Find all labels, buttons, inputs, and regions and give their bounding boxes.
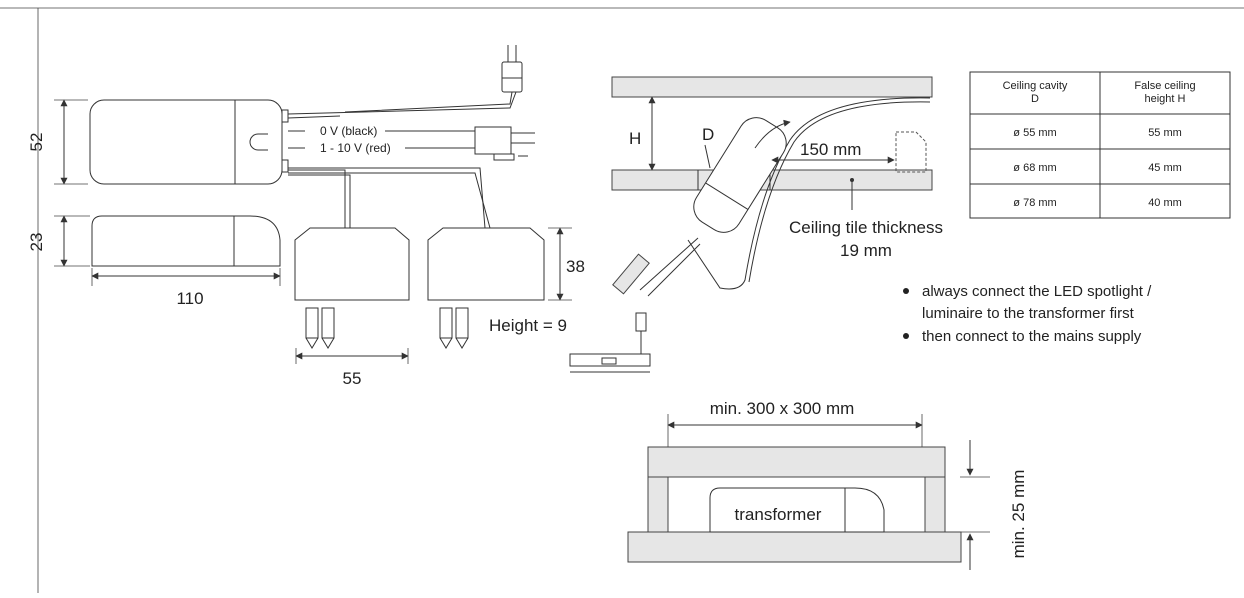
- transformer-side-view: [91, 215, 281, 267]
- table-header-height-sub: height H: [1145, 93, 1186, 105]
- dim-55: 55: [343, 369, 362, 388]
- mains-cable: [287, 45, 523, 119]
- note-1-line-2: luminaire to the transformer first: [922, 305, 1135, 322]
- label-d: D: [702, 125, 714, 144]
- lamp-handle: [612, 237, 701, 297]
- dim-min-25: min. 25 mm: [1009, 470, 1028, 559]
- led-module-right: [427, 227, 545, 349]
- tilted-transformer: [693, 117, 787, 233]
- table-cell: ø 68 mm: [1013, 162, 1056, 174]
- spotlight-small: [569, 312, 651, 373]
- table-cell: ø 78 mm: [1013, 197, 1056, 209]
- led-module-left: [294, 227, 410, 349]
- output-wires: [288, 167, 491, 229]
- label-h: H: [629, 129, 641, 148]
- wire-label-red: 1 - 10 V (red): [320, 141, 391, 155]
- page-border: [0, 7, 1244, 593]
- ceiling-table: [969, 71, 1231, 219]
- bullet-dot: [903, 333, 909, 339]
- bullet-dot: [903, 288, 909, 294]
- tile-thickness-label: Ceiling tile thickness: [789, 218, 943, 237]
- table-header-cavity-sub: D: [1031, 93, 1039, 105]
- dim-min-300: min. 300 x 300 mm: [710, 399, 855, 418]
- table-header-height: False ceiling: [1134, 80, 1195, 92]
- dim-52: 52: [27, 133, 46, 152]
- height-9-label: Height = 9: [489, 316, 567, 335]
- transformer-top-view: [89, 99, 289, 185]
- table-cell: 45 mm: [1148, 162, 1182, 174]
- dim-23: 23: [27, 233, 46, 252]
- table-cell: 40 mm: [1148, 197, 1182, 209]
- transformer-label: transformer: [735, 505, 822, 524]
- tile-thickness-value: 19 mm: [840, 241, 892, 260]
- wire-label-black: 0 V (black): [320, 124, 377, 138]
- install-box: [627, 446, 962, 563]
- dim-38: 38: [566, 257, 585, 276]
- dim-110: 110: [176, 289, 203, 308]
- table-header-cavity: Ceiling cavity: [1003, 80, 1068, 92]
- note-1-line-1: always connect the LED spotlight /: [922, 283, 1152, 300]
- dimming-wires: [288, 126, 535, 161]
- table-cell: ø 55 mm: [1013, 127, 1056, 139]
- table-cell: 55 mm: [1148, 127, 1182, 139]
- note-2: then connect to the mains supply: [922, 328, 1142, 345]
- dim-150mm: 150 mm: [800, 140, 861, 159]
